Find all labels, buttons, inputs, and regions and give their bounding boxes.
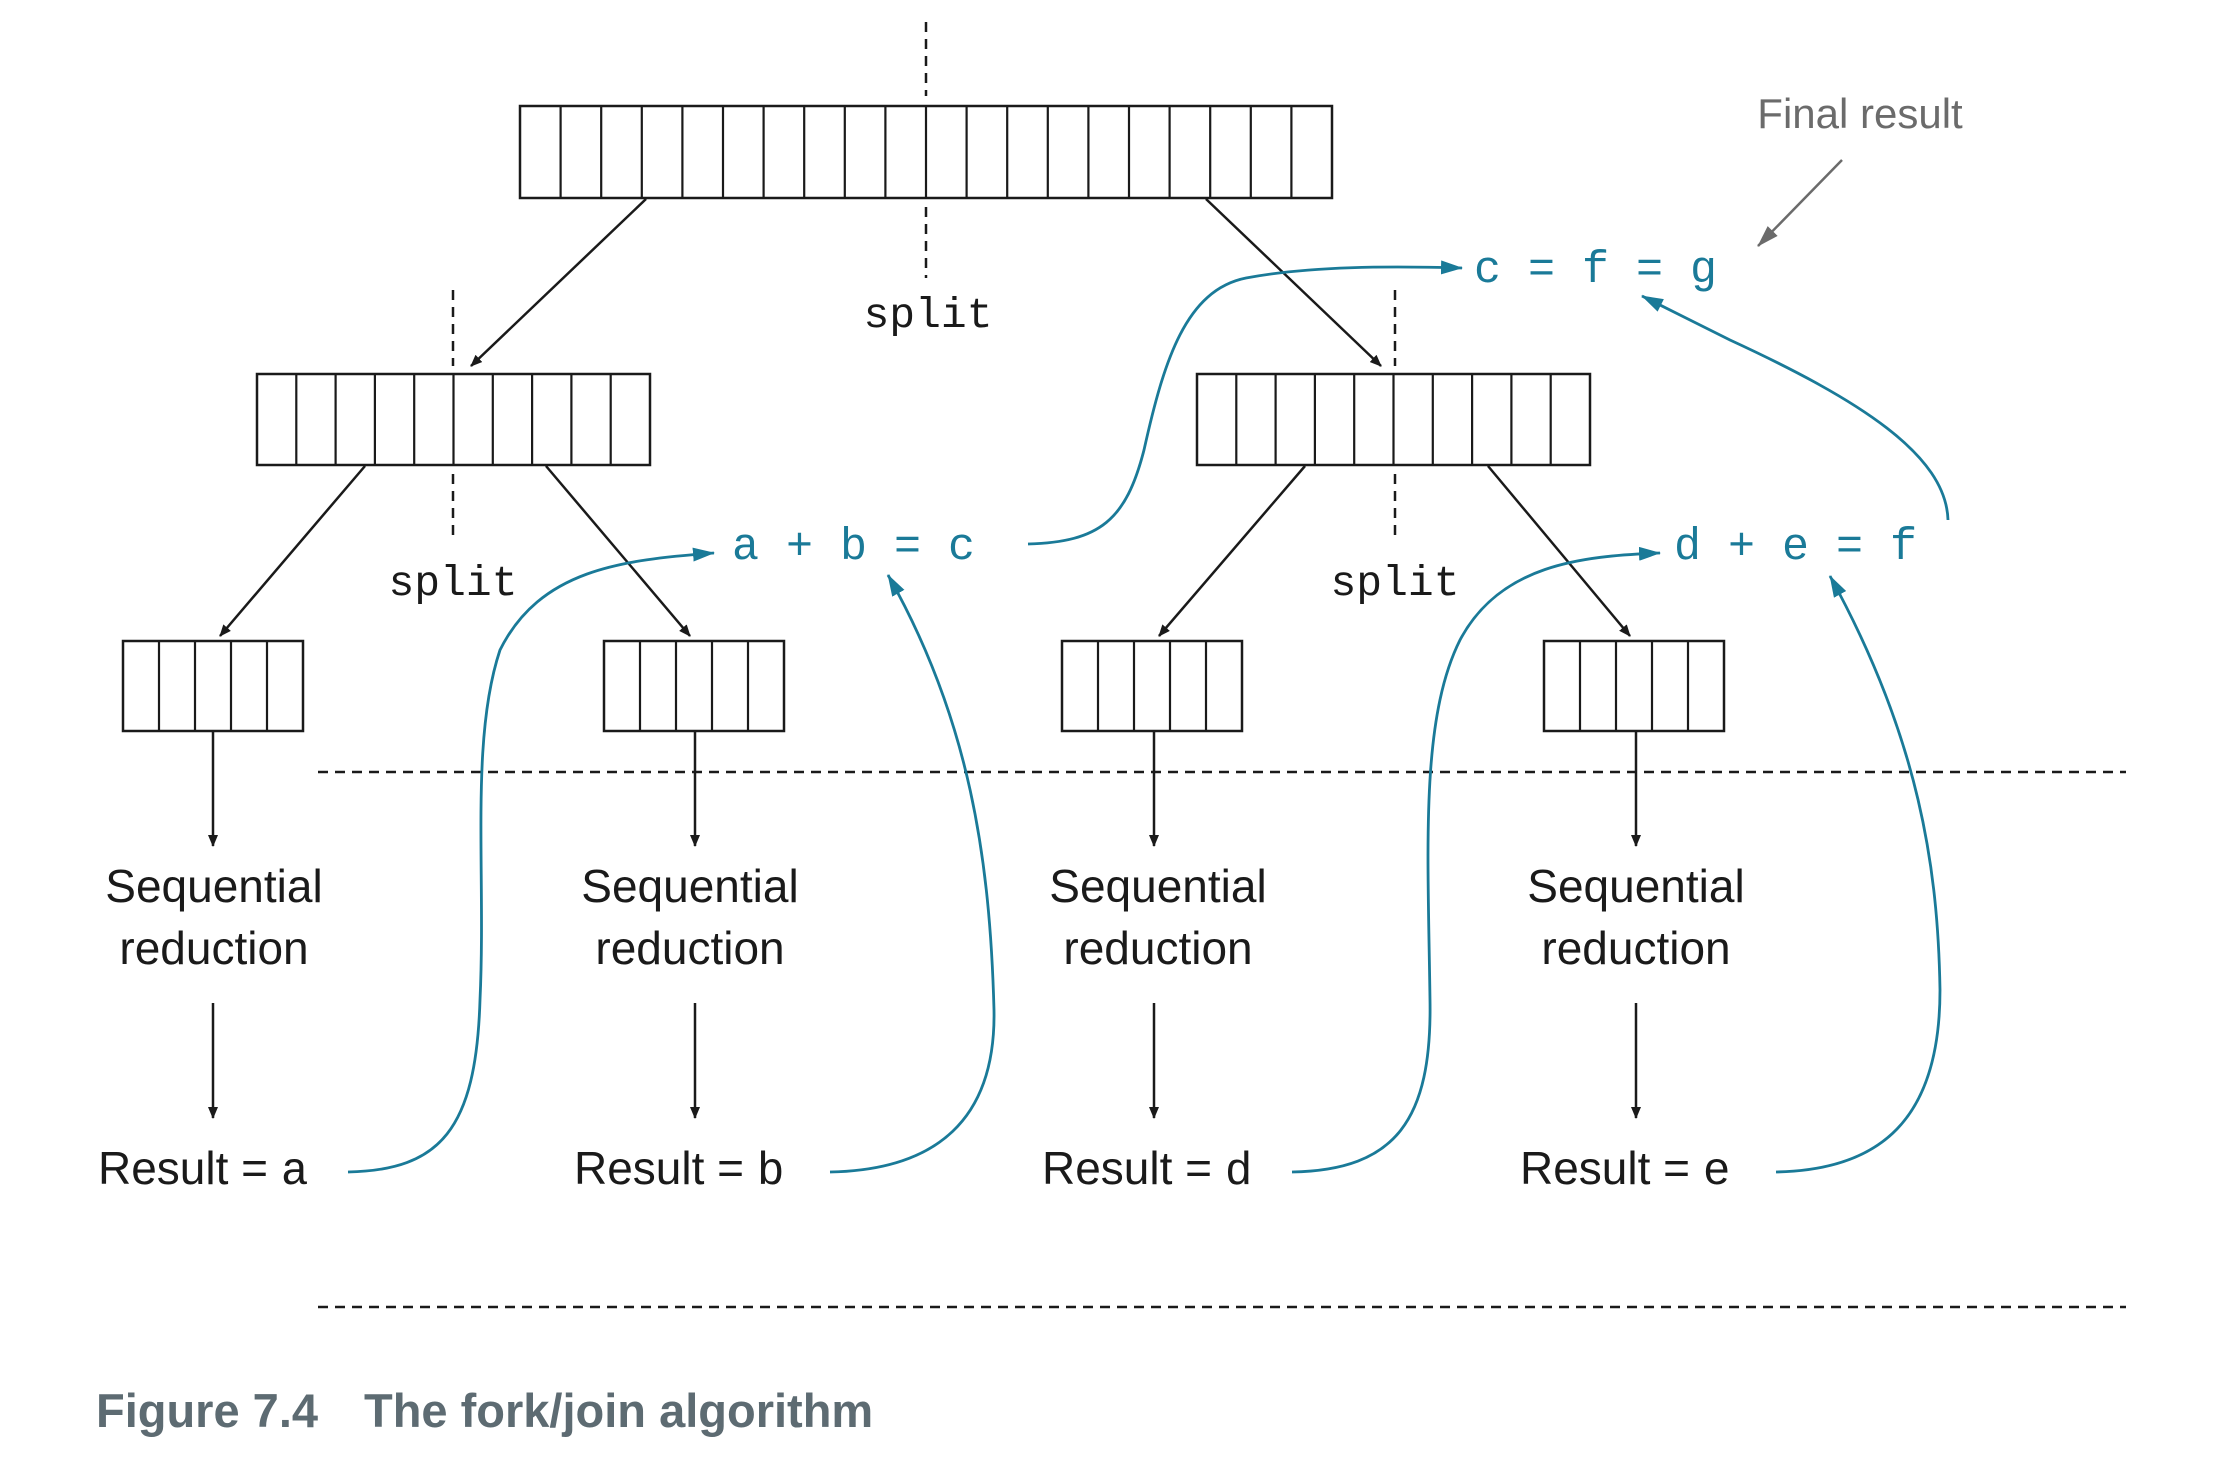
leaf-1-result-label: Result = <box>98 1142 281 1194</box>
figure-title: The fork/join algorithm <box>364 1384 873 1437</box>
array-leaf-2-outline <box>602 639 786 733</box>
join-curve-c <box>1027 260 1463 546</box>
fork-arrow-left-leaf-1 <box>219 465 366 637</box>
array-root <box>518 104 1334 200</box>
leaf-2-result-label: Result = <box>574 1142 757 1194</box>
leaf-2-result: Result = b <box>574 1142 784 1198</box>
array-leaf-3-outline <box>1060 639 1244 733</box>
fork-arrow-root-left <box>470 198 647 367</box>
split-label-left: split <box>388 559 517 608</box>
fork-arrow-left-leaf-2 <box>545 465 691 637</box>
join-curve-a <box>347 547 715 1174</box>
leaf-4-result: Result = e <box>1520 1142 1730 1198</box>
join-curve-d <box>1291 546 1661 1174</box>
leaf-3-result-var: d <box>1225 1146 1253 1198</box>
leaf-1-result-var: a <box>281 1146 309 1198</box>
join-curve-f <box>1641 294 1950 521</box>
fork-arrow-root-right <box>1205 198 1382 367</box>
leaf-3-result: Result = d <box>1042 1142 1252 1198</box>
array-right <box>1195 372 1592 467</box>
split-label-top: split <box>863 291 992 340</box>
equation-right: d + e = f <box>1674 522 1917 573</box>
array-left <box>255 372 652 467</box>
leaf-4-reduction-line1: Sequential <box>1527 860 1744 912</box>
join-curve-e <box>1775 575 1942 1174</box>
array-leaf-3 <box>1060 639 1244 733</box>
array-leaf-1 <box>121 639 305 733</box>
array-leaf-4-outline <box>1542 639 1726 733</box>
leaf-4-result-var: e <box>1703 1146 1731 1198</box>
array-leaf-4 <box>1542 639 1726 733</box>
join-curve-b <box>829 574 996 1174</box>
leaf-3-reduction-line2: reduction <box>1063 922 1252 974</box>
array-leaf-2 <box>602 639 786 733</box>
leaf-3-result-label: Result = <box>1042 1142 1225 1194</box>
leaf-4-result-label: Result = <box>1520 1142 1703 1194</box>
leaf-3-reduction-line1: Sequential <box>1049 860 1266 912</box>
equation-left: a + b = c <box>732 522 975 573</box>
leaf-1-result: Result = a <box>98 1142 308 1198</box>
leaf-2-reduction-line2: reduction <box>595 922 784 974</box>
equation-top: c = f = g <box>1474 245 1717 296</box>
fork-arrow-right-leaf-4 <box>1487 465 1631 637</box>
fork-arrow-right-leaf-3 <box>1158 465 1306 637</box>
leaf-1-reduction-line1: Sequential <box>105 860 322 912</box>
figure-caption: Figure 7.4 The fork/join algorithm <box>96 1384 873 1437</box>
final-result-arrow <box>1757 159 1843 247</box>
final-result-label: Final result <box>1757 90 1963 137</box>
array-leaf-1-outline <box>121 639 305 733</box>
figure-number: Figure 7.4 <box>96 1384 318 1437</box>
leaf-4-reduction-line2: reduction <box>1541 922 1730 974</box>
leaf-2-result-var: b <box>757 1146 785 1198</box>
leaf-1-reduction-line2: reduction <box>119 922 308 974</box>
leaf-2-reduction-line1: Sequential <box>581 860 798 912</box>
split-label-right: split <box>1330 559 1459 608</box>
